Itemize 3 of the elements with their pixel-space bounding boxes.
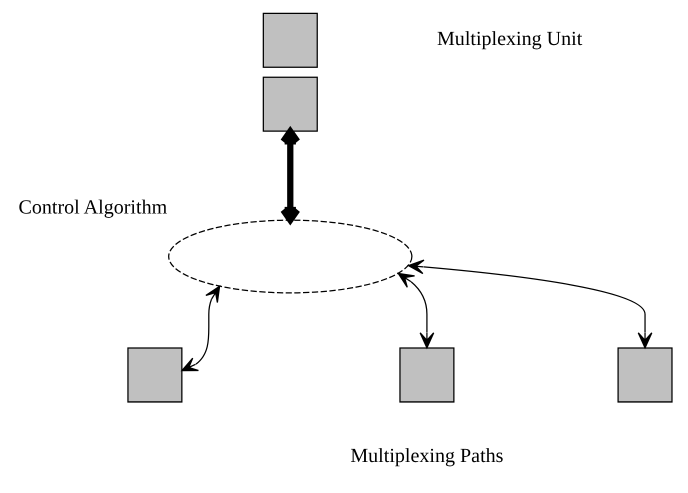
- label: Multiplexing Unit: [436, 28, 582, 50]
- label: Multiplexing Paths: [350, 444, 503, 467]
- node-label: Control Algorithm: [18, 196, 167, 219]
